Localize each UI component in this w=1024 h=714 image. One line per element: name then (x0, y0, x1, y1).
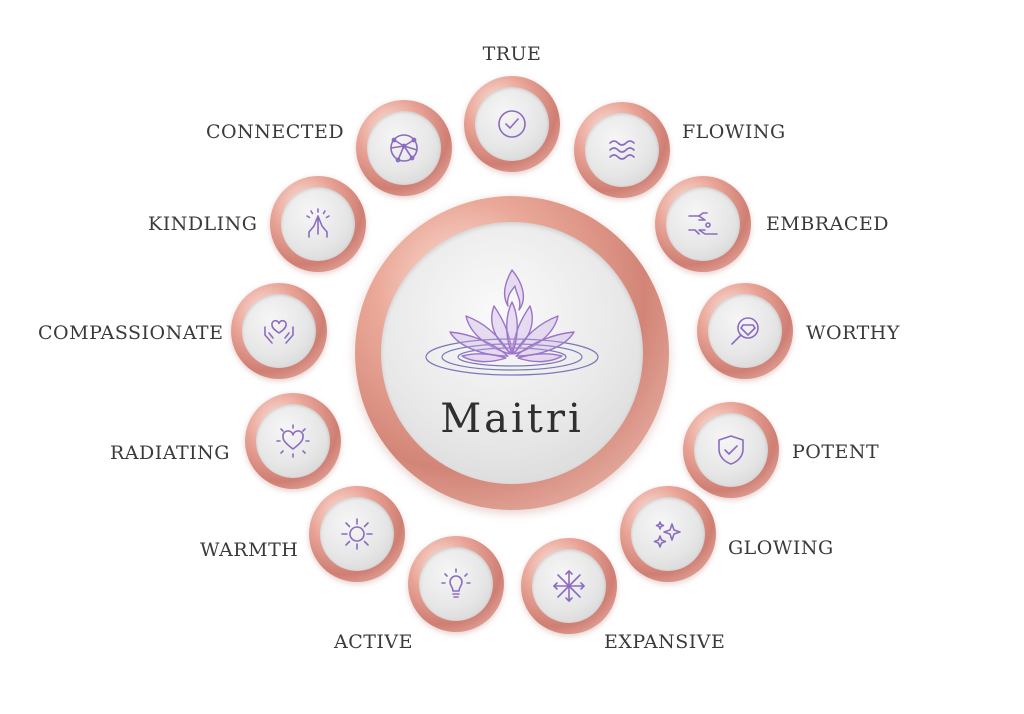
node-true (464, 76, 560, 172)
shield-check-icon (718, 435, 744, 465)
node-embraced (655, 176, 751, 272)
label-worthy: WORTHY (806, 322, 900, 344)
node-radiating (245, 393, 341, 489)
hub-title: Maitri (440, 396, 584, 442)
label-embraced: EMBRACED (766, 213, 889, 235)
label-active: ACTIVE (334, 631, 414, 653)
hands-heart-icon (264, 319, 294, 344)
sun-icon (341, 518, 373, 550)
label-flowing: FLOWING (682, 121, 786, 143)
node-warmth (309, 486, 405, 582)
arrows-expand-icon (553, 570, 585, 602)
lotus-flame-icon (425, 269, 599, 376)
label-expansive: EXPANSIVE (604, 631, 726, 653)
diamond-magnifier-icon (731, 317, 759, 345)
node-flowing (574, 102, 670, 198)
hands-holding-icon (688, 212, 718, 235)
node-glowing (620, 486, 716, 582)
sparkles-icon (653, 521, 681, 548)
node-compassionate (231, 283, 327, 379)
label-glowing: GLOWING (728, 537, 834, 559)
label-kindling: KINDLING (148, 213, 258, 235)
label-compassionate: COMPASSIONATE (38, 322, 224, 344)
node-kindling (270, 176, 366, 272)
label-connected: CONNECTED (206, 121, 345, 143)
label-true: TRUE (482, 43, 542, 65)
label-potent: POTENT (792, 441, 880, 463)
network-globe-icon (390, 134, 418, 163)
node-active (408, 536, 504, 632)
node-potent (683, 402, 779, 498)
maitri-hub: Maitri (355, 196, 669, 510)
node-connected (356, 100, 452, 196)
lightbulb-icon (441, 568, 471, 598)
hub-inner: Maitri (381, 222, 643, 484)
node-expansive (521, 538, 617, 634)
waves-icon (609, 140, 635, 160)
node-worthy (697, 283, 793, 379)
check-circle-icon (498, 110, 526, 138)
radiant-heart-icon (276, 424, 310, 458)
praying-hands-icon (306, 208, 330, 238)
label-warmth: WARMTH (200, 539, 299, 561)
label-radiating: RADIATING (110, 442, 230, 464)
